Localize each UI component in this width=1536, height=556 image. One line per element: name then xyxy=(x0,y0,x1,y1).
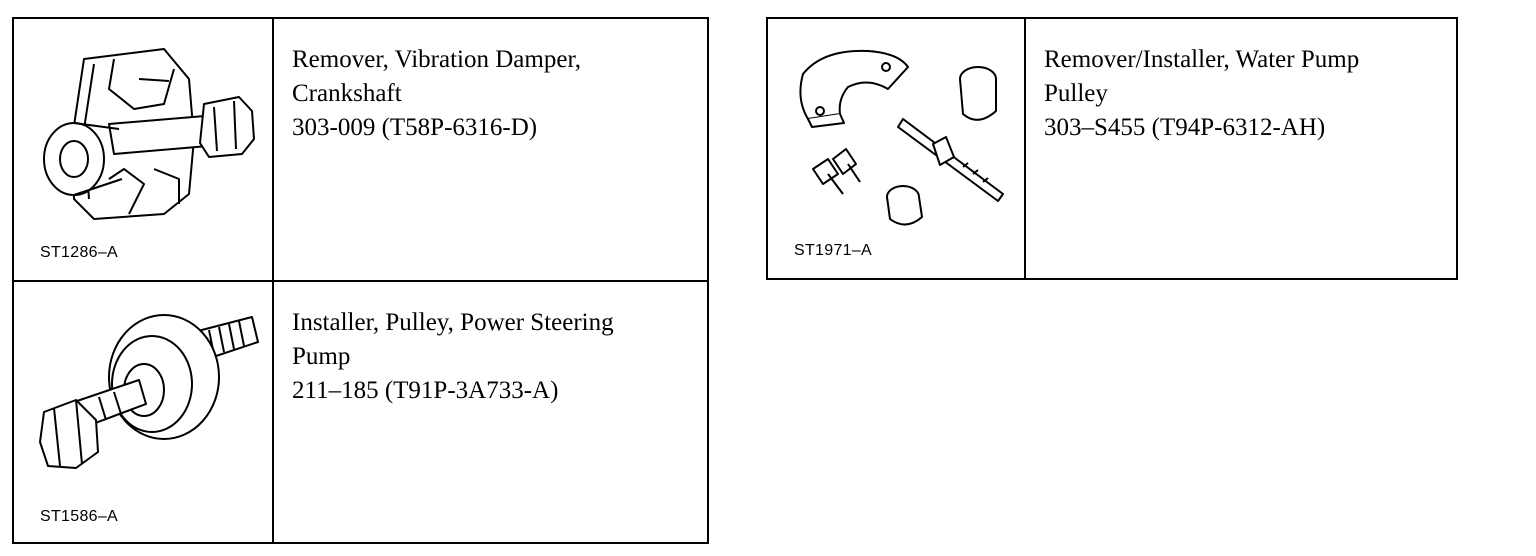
tool-name: Remover/Installer, Water Pump Pulley xyxy=(1044,46,1360,107)
illustration-code: ST1971–A xyxy=(794,242,873,259)
tool-description: Remover/Installer, Water Pump Pulley 303… xyxy=(1026,19,1456,278)
tool-description: Installer, Pulley, Power Steering Pump 2… xyxy=(274,282,707,544)
tool-row-water-pump-pulley-remover-installer: ST1971–A Remover/Installer, Water Pump P… xyxy=(768,19,1456,278)
illustration-code: ST1286–A xyxy=(40,244,119,261)
tool-part-number: 211–185 (T91P-3A733-A) xyxy=(292,377,559,404)
tool-description: Remover, Vibration Damper, Crankshaft 30… xyxy=(274,19,707,280)
tool-illustration-cell: ST1586–A xyxy=(14,282,274,544)
tool-row-vibration-damper-remover: ST1286–A Remover, Vibration Damper, Cran… xyxy=(14,19,707,280)
power-steering-pulley-installer-icon xyxy=(39,314,259,469)
illustration-code: ST1586–A xyxy=(40,508,119,525)
tool-part-number: 303–S455 (T94P-6312-AH) xyxy=(1044,114,1326,141)
tool-illustration-cell: ST1286–A xyxy=(14,19,274,280)
tool-row-power-steering-pulley-installer: ST1586–A Installer, Pulley, Power Steeri… xyxy=(14,280,707,544)
tool-table-left: ST1286–A Remover, Vibration Damper, Cran… xyxy=(12,17,709,544)
tool-name: Installer, Pulley, Power Steering Pump xyxy=(292,309,614,370)
tool-table-right: ST1971–A Remover/Installer, Water Pump P… xyxy=(766,17,1458,280)
vibration-damper-remover-icon xyxy=(43,48,255,220)
tool-part-number: 303-009 (T58P-6316-D) xyxy=(292,114,538,141)
tool-illustration-cell: ST1971–A xyxy=(768,19,1026,278)
water-pump-pulley-remover-installer-icon xyxy=(799,49,1004,226)
tool-name: Remover, Vibration Damper, Crankshaft xyxy=(292,46,582,107)
